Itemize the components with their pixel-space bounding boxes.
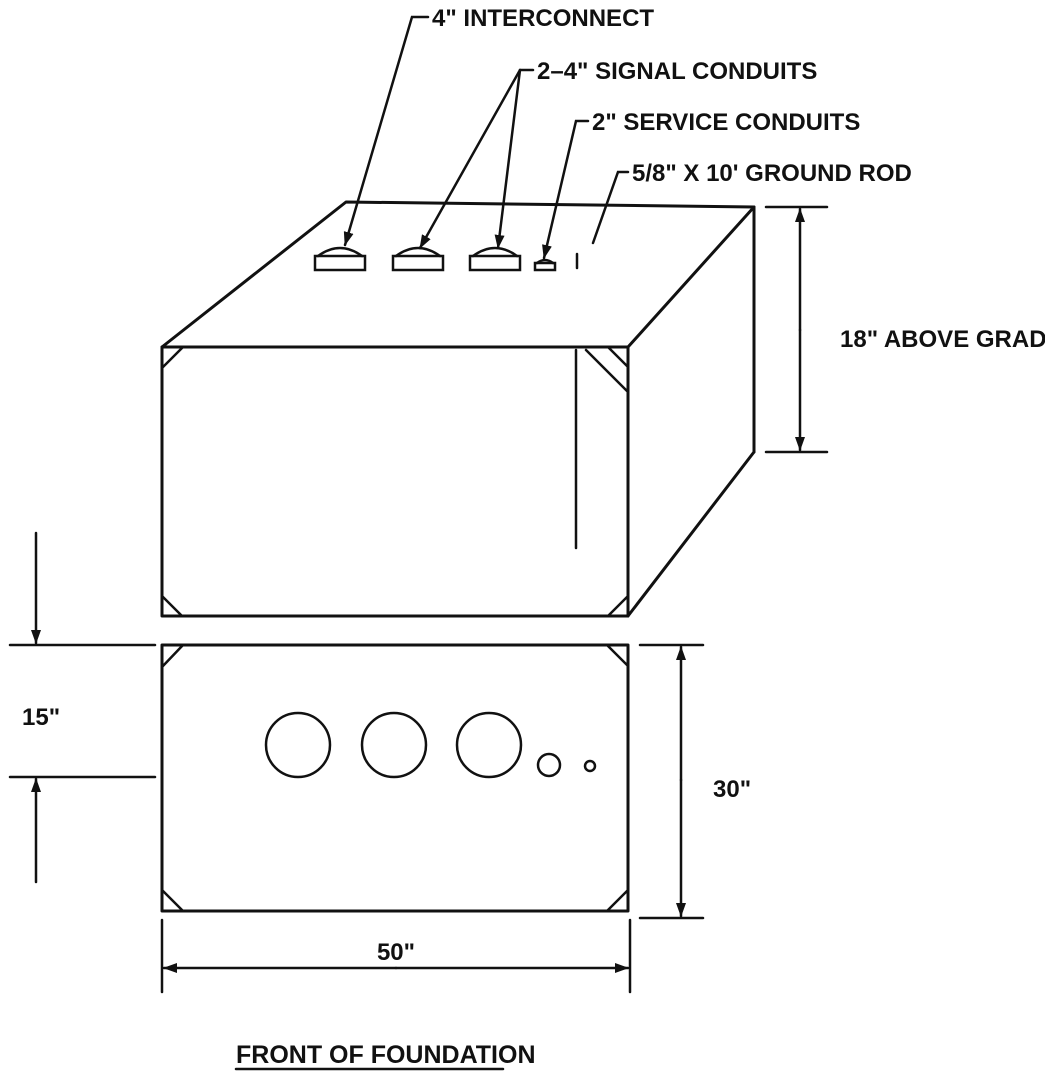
interconnect-conduit-opening [264, 711, 332, 779]
service-conduit-opening [536, 752, 562, 778]
signal-leader-2 [494, 68, 522, 250]
width-dimension [160, 918, 632, 994]
interconnect-conduit-stub [313, 246, 367, 272]
ground-rod-leader [591, 170, 630, 245]
ground-rod-opening [583, 759, 597, 773]
interconnect-label: 4" INTERCONNECT [432, 5, 654, 32]
height-dimension [638, 643, 705, 920]
ground-rod-label: 5/8" X 10' GROUND ROD [632, 160, 912, 187]
conduit-stubs [313, 246, 579, 272]
foundation-front-view [160, 643, 630, 913]
interconnect-leader [343, 15, 430, 247]
service-conduits-label: 2" SERVICE CONDUITS [592, 109, 860, 136]
below-grade-dimension [8, 531, 157, 884]
box-top-face [160, 200, 756, 349]
above-grade-dimension [764, 205, 829, 454]
service-leader [542, 119, 590, 260]
callout-leaders [343, 15, 630, 260]
foundation-isometric-view [160, 200, 756, 618]
signal-conduit-opening-1 [360, 711, 428, 779]
below-grade-label: 15" [22, 704, 60, 731]
above-grade-label: 18" ABOVE GRADE [840, 326, 1045, 353]
signal-conduit-opening-2 [455, 711, 523, 779]
signal-conduit-stub-1 [391, 246, 445, 272]
front-view-outline [160, 643, 630, 913]
signal-conduit-stub-2 [468, 246, 522, 272]
width-label: 50" [377, 939, 415, 966]
signal-leader-1 [418, 68, 522, 250]
chamfer-corners [160, 345, 630, 618]
height-label: 30" [713, 776, 751, 803]
box-bottom-right-edge [626, 450, 756, 618]
box-front-face [160, 345, 630, 618]
drawing-title: FRONT OF FOUNDATION [236, 1041, 536, 1069]
service-conduit-stub [533, 258, 557, 272]
signal-conduits-label: 2–4" SIGNAL CONDUITS [537, 58, 817, 85]
front-view-chamfers [160, 643, 630, 913]
